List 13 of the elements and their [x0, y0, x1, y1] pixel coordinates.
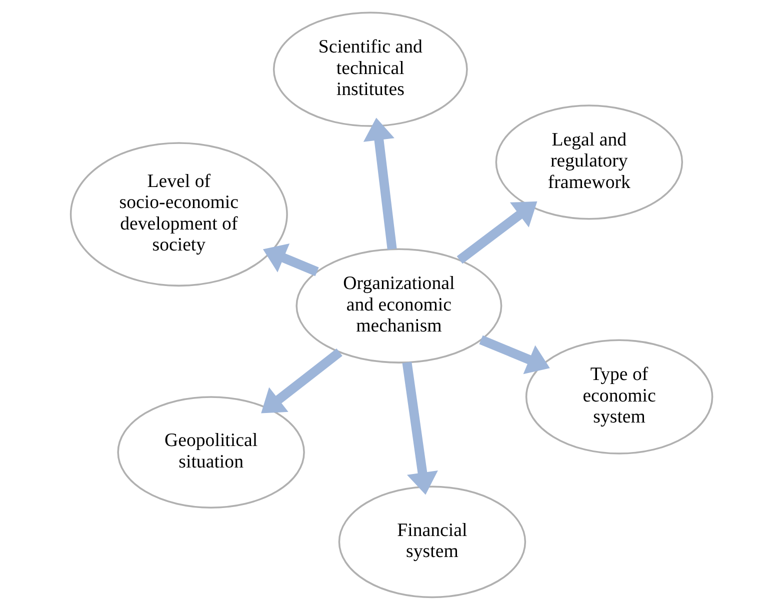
arrow [402, 362, 438, 495]
arrow [363, 118, 397, 250]
arrow [261, 348, 342, 414]
arrow [456, 201, 538, 264]
node-ellipse: Geopolitical situation [117, 396, 305, 508]
node-ellipse: Financial system [338, 486, 526, 598]
node-ellipse: Level of socio-economic development of society [70, 142, 288, 287]
node-ellipse: Organizational and economic mechanism [296, 248, 502, 364]
arrow [479, 335, 550, 374]
node-ellipse: Type of economic system [525, 339, 714, 454]
node-ellipse: Legal and regulatory framework [495, 104, 684, 220]
node-ellipse: Scientific and technical institutes [272, 12, 468, 127]
arrow [262, 243, 319, 276]
